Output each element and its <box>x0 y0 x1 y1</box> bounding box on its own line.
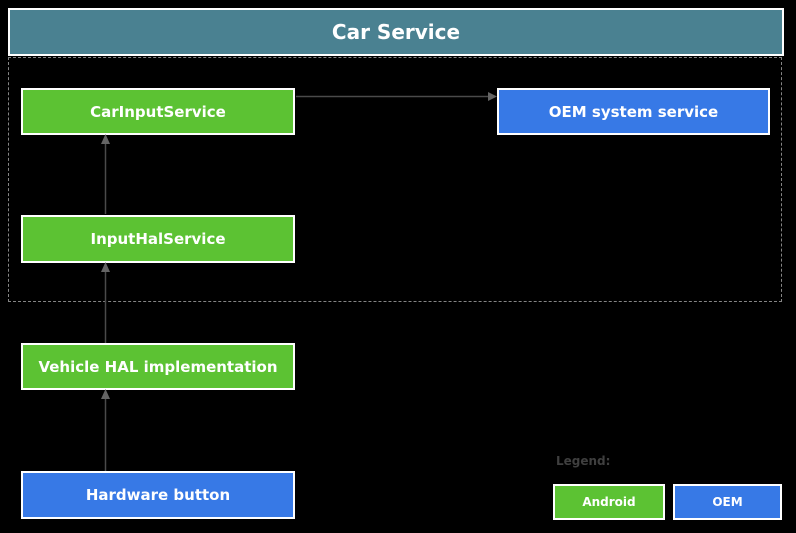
node-input-hal-service: InputHalService <box>21 215 295 263</box>
legend-item-oem: OEM <box>673 484 782 520</box>
legend-item-oem-label: OEM <box>712 495 743 509</box>
node-input-hal-service-label: InputHalService <box>90 230 226 248</box>
legend-item-android: Android <box>553 484 665 520</box>
node-vehicle-hal-implementation-label: Vehicle HAL implementation <box>38 357 278 376</box>
node-oem-system-service: OEM system service <box>497 88 770 135</box>
node-oem-system-service-label: OEM system service <box>548 102 719 121</box>
legend-title: Legend: <box>556 454 611 468</box>
car-service-dashed-boundary <box>8 57 782 302</box>
node-hardware-button-label: Hardware button <box>85 486 231 504</box>
node-hardware-button: Hardware button <box>21 471 295 519</box>
node-car-input-service-label: CarInputService <box>90 102 226 121</box>
node-vehicle-hal-implementation: Vehicle HAL implementation <box>21 343 295 390</box>
car-service-title: Car Service <box>331 20 461 44</box>
arrow-hardware-button-to-vehicle-hal <box>101 389 110 471</box>
node-car-input-service: CarInputService <box>21 88 295 135</box>
legend-item-android-label: Android <box>582 495 636 509</box>
car-service-header: Car Service <box>8 8 784 56</box>
